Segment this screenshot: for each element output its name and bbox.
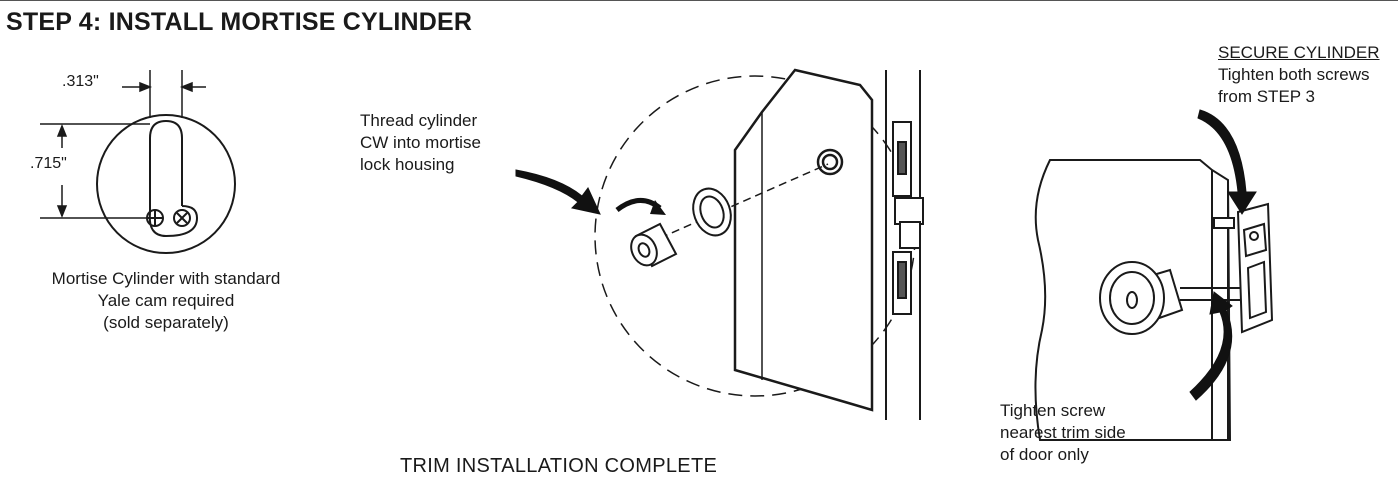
dimension-lines — [40, 70, 206, 219]
door-edge-faceplate — [885, 70, 924, 420]
dimension-height-label: .715" — [30, 155, 67, 172]
curved-pointer-arrow-icon — [1189, 291, 1233, 401]
caption-line: (sold separately) — [103, 313, 229, 332]
top-note-line: Tighten both screws — [1218, 65, 1370, 84]
installed-cylinder — [1099, 261, 1240, 335]
cylinder-caption: Mortise Cylinder with standard Yale cam … — [0, 268, 332, 334]
bottom-note-line: nearest trim side — [1000, 423, 1126, 442]
top-note-line: from STEP 3 — [1218, 87, 1315, 106]
thread-instruction: Thread cylinder CW into mortise lock hou… — [360, 110, 481, 176]
top-rule — [0, 0, 1398, 1]
cylinder-ring — [692, 187, 732, 237]
bottom-note-block: Tighten screw nearest trim side of door … — [1000, 400, 1126, 466]
step-title: STEP 4: INSTALL MORTISE CYLINDER — [6, 8, 473, 36]
secure-cylinder-block: SECURE CYLINDER Tighten both screws from… — [1218, 42, 1380, 108]
cylinder-profile-drawing — [96, 114, 236, 254]
cylinder-outline — [96, 114, 236, 254]
right-faceplate — [1213, 202, 1274, 334]
rotation-arrow-icon — [615, 198, 666, 215]
instruction-line: Thread cylinder — [360, 111, 478, 130]
bottom-note-line: Tighten screw — [1000, 401, 1106, 420]
instruction-line: lock housing — [360, 155, 455, 174]
keyway-slot — [149, 119, 183, 213]
caption-line: Yale cam required — [97, 291, 235, 310]
caption-line: Mortise Cylinder with standard — [51, 269, 281, 288]
mortise-cylinder — [630, 222, 678, 268]
secure-cylinder-heading: SECURE CYLINDER — [1218, 43, 1380, 62]
assembly-axis-line — [659, 163, 829, 239]
curved-pointer-arrow-icon — [1197, 109, 1257, 215]
screw-head-icon — [173, 209, 191, 227]
completion-footer: TRIM INSTALLATION COMPLETE — [400, 455, 718, 477]
bottom-note-line: of door only — [1000, 445, 1089, 464]
dimension-width-label: .313" — [62, 73, 99, 90]
curved-pointer-arrow-icon — [515, 169, 601, 215]
instruction-line: CW into mortise — [360, 133, 481, 152]
mortise-lock-trim — [733, 68, 874, 412]
cam-lobe — [148, 205, 199, 238]
screw-head-icon — [146, 209, 164, 227]
